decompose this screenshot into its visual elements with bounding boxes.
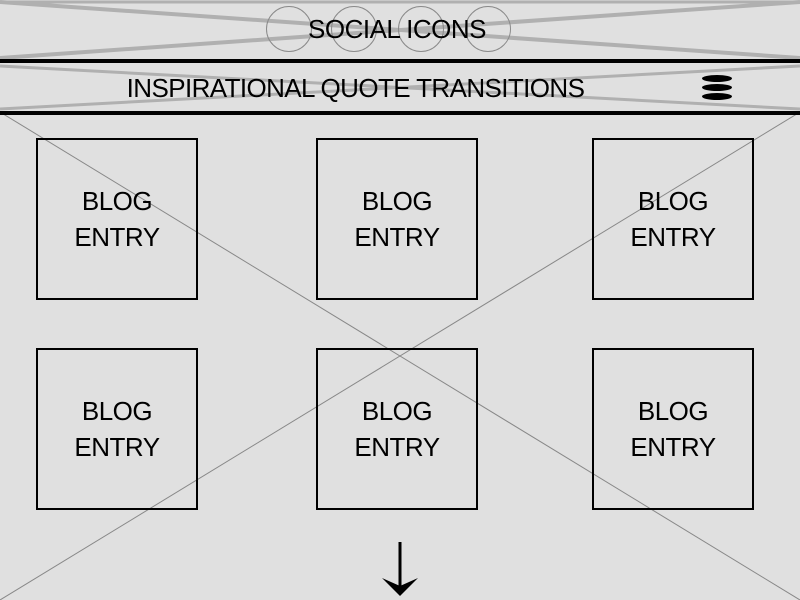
social-bar: SOCIAL ICONS	[0, 0, 800, 60]
blog-entry-label: BLOG ENTRY	[74, 186, 160, 252]
social-icon-4[interactable]	[465, 6, 511, 52]
blog-entry-card[interactable]: BLOG ENTRY	[592, 138, 754, 300]
social-icon-2[interactable]	[331, 6, 377, 52]
social-icon-3[interactable]	[398, 6, 444, 52]
blog-entry-card[interactable]: BLOG ENTRY	[316, 138, 478, 300]
social-icons-label: SOCIAL ICONS	[308, 14, 486, 44]
inspirational-quote: INSPIRATIONAL QUOTE TRANSITIONS	[126, 73, 585, 103]
quote-bar: INSPIRATIONAL QUOTE TRANSITIONS	[0, 64, 800, 111]
blog-entry-card[interactable]: BLOG ENTRY	[36, 348, 198, 510]
hamburger-menu-icon[interactable]	[700, 73, 736, 103]
down-arrow-icon[interactable]	[378, 540, 422, 598]
blog-entry-label: BLOG ENTRY	[630, 186, 716, 252]
blog-entry-card[interactable]: BLOG ENTRY	[592, 348, 754, 510]
blog-entry-card[interactable]: BLOG ENTRY	[316, 348, 478, 510]
blog-entry-label: BLOG ENTRY	[74, 396, 160, 462]
social-icon-1[interactable]	[266, 6, 312, 52]
blog-entry-label: BLOG ENTRY	[354, 186, 440, 252]
blog-entry-label: BLOG ENTRY	[354, 396, 440, 462]
quote-bar-placeholder-cross	[0, 64, 800, 111]
blog-entry-card[interactable]: BLOG ENTRY	[36, 138, 198, 300]
blog-entry-label: BLOG ENTRY	[630, 396, 716, 462]
header-divider-top	[0, 59, 800, 63]
header-divider-bottom	[0, 111, 800, 115]
